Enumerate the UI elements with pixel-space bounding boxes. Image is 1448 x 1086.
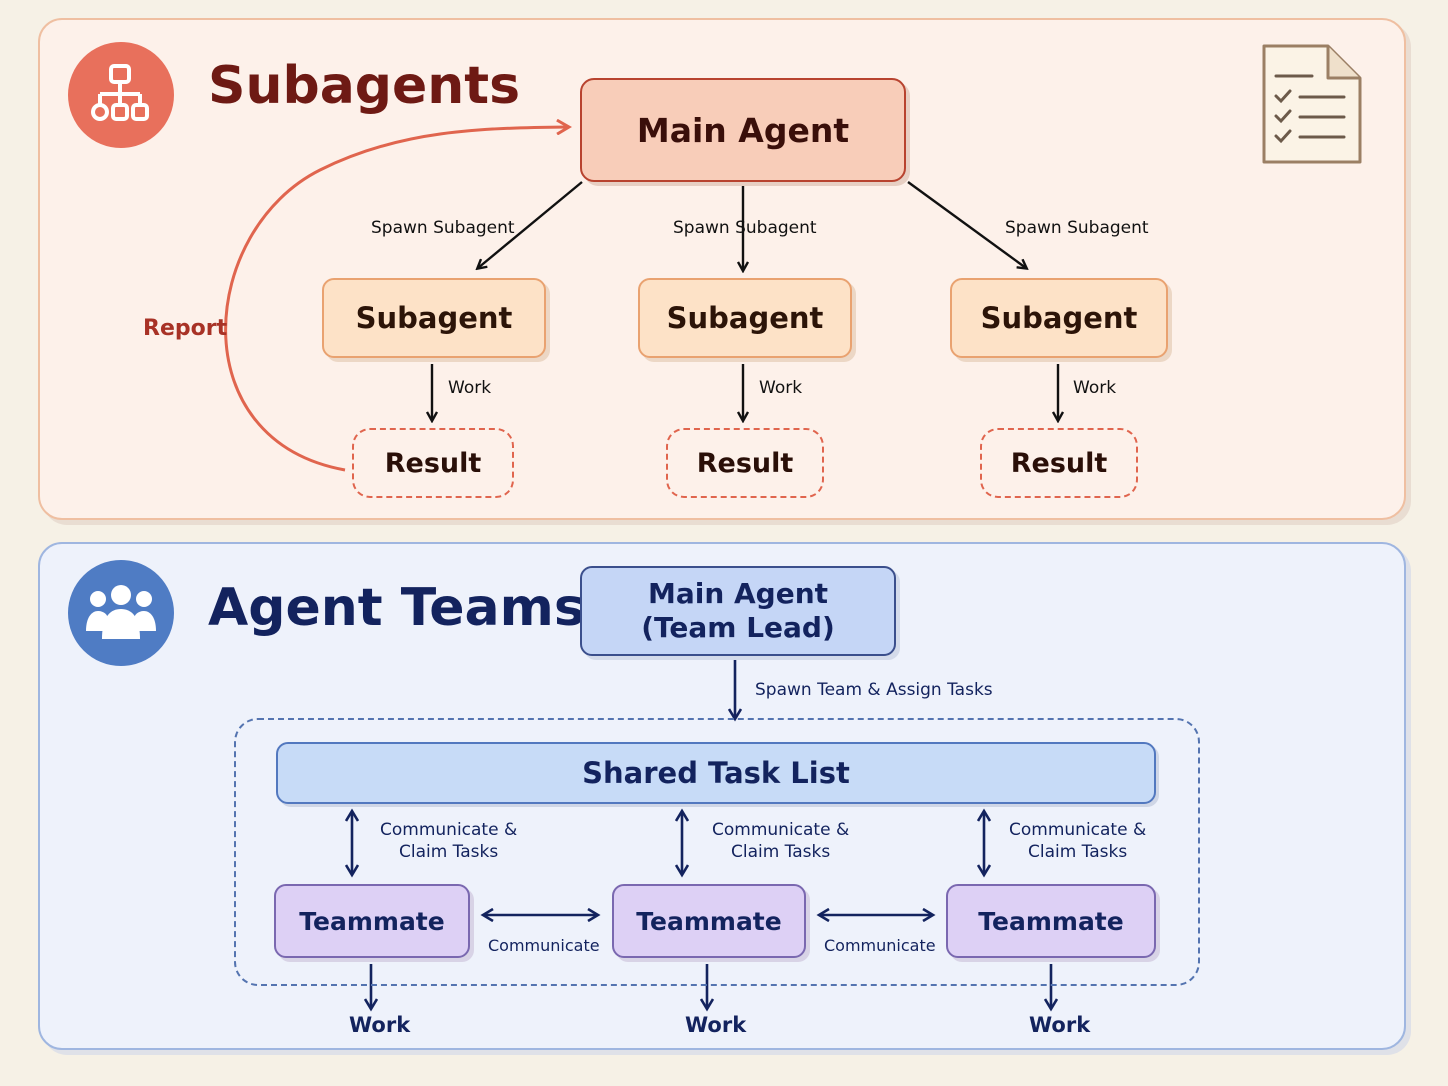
teammate-box-1: Teammate bbox=[274, 884, 470, 958]
spawn-arrow-right bbox=[907, 181, 1026, 268]
spawn-label-left: Spawn Subagent bbox=[371, 218, 515, 238]
claim-label-2-line1: Communicate & bbox=[712, 820, 850, 840]
team-work-label-2: Work bbox=[685, 1013, 747, 1037]
communicate-label-1: Communicate bbox=[488, 936, 600, 955]
spawn-label-right: Spawn Subagent bbox=[1005, 218, 1149, 238]
subagent-box-3: Subagent bbox=[950, 278, 1168, 358]
spawn-assign-label: Spawn Team & Assign Tasks bbox=[755, 680, 993, 700]
subagent-box-1: Subagent bbox=[322, 278, 546, 358]
team-work-label-1: Work bbox=[349, 1013, 411, 1037]
work-label-2: Work bbox=[759, 378, 803, 398]
work-label-1: Work bbox=[448, 378, 492, 398]
claim-label-3-line2: Claim Tasks bbox=[1027, 842, 1128, 862]
spawn-label-center: Spawn Subagent bbox=[673, 218, 817, 238]
org-chart-icon bbox=[68, 42, 174, 148]
claim-label-3-line1: Communicate & bbox=[1009, 820, 1147, 840]
team-boundary bbox=[234, 718, 1200, 986]
claim-label-2-line2: Claim Tasks bbox=[730, 842, 831, 862]
result-box-2: Result bbox=[666, 428, 824, 498]
teammate-box-3: Teammate bbox=[946, 884, 1156, 958]
claim-label-1-line1: Communicate & bbox=[380, 820, 518, 840]
report-arrow bbox=[224, 127, 568, 472]
claim-label-1: Communicate & Claim Tasks bbox=[380, 819, 517, 863]
spawn-arrow-left bbox=[478, 181, 583, 268]
claim-label-3: Communicate & Claim Tasks bbox=[1009, 819, 1146, 863]
team-lead-line1: Main Agent bbox=[647, 577, 829, 610]
main-agent-box: Main Agent bbox=[580, 78, 906, 182]
communicate-label-2: Communicate bbox=[824, 936, 936, 955]
team-lead-line2: (Team Lead) bbox=[641, 611, 835, 644]
subagents-title: Subagents bbox=[208, 56, 521, 116]
team-lead-box: Main Agent (Team Lead) bbox=[580, 566, 896, 656]
subagent-box-2: Subagent bbox=[638, 278, 852, 358]
result-box-1: Result bbox=[352, 428, 514, 498]
teammate-box-2: Teammate bbox=[612, 884, 806, 958]
claim-label-2: Communicate & Claim Tasks bbox=[712, 819, 849, 863]
checklist-document-icon bbox=[1256, 42, 1366, 176]
shared-task-list: Shared Task List bbox=[276, 742, 1156, 804]
report-label: Report bbox=[143, 316, 228, 341]
work-label-3: Work bbox=[1073, 378, 1117, 398]
team-work-label-3: Work bbox=[1029, 1013, 1091, 1037]
result-box-3: Result bbox=[980, 428, 1138, 498]
agent-teams-title: Agent Teams bbox=[208, 578, 585, 638]
people-group-icon bbox=[68, 560, 174, 666]
claim-label-1-line2: Claim Tasks bbox=[398, 842, 499, 862]
